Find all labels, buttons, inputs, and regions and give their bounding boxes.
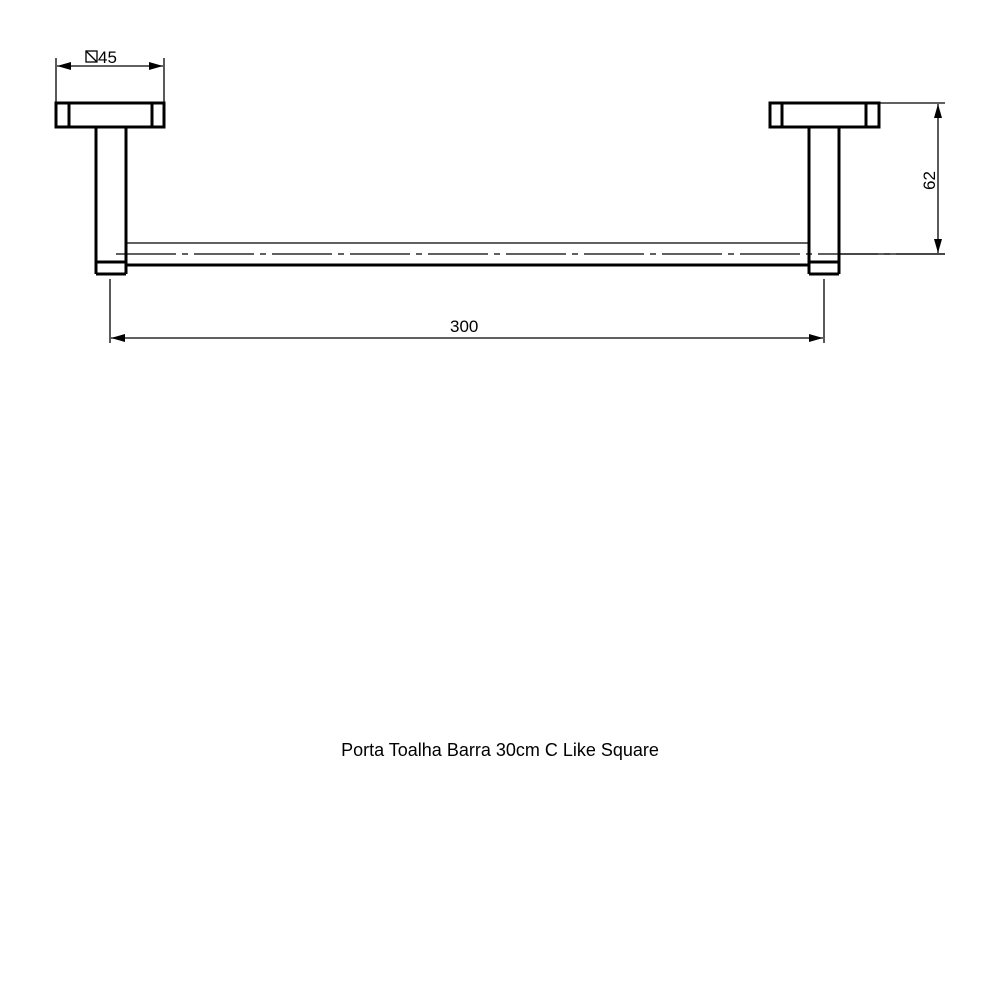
height-value: 62 (920, 171, 939, 190)
towel-bar (116, 242, 945, 267)
right-wall-mount (768, 101, 881, 276)
dimension-height: 62 (839, 102, 945, 255)
right-base-plate (768, 101, 881, 129)
left-wall-mount (54, 101, 166, 276)
length-value: 300 (450, 317, 478, 336)
dimension-base-width: 45 (55, 48, 165, 103)
dimension-length: 300 (109, 279, 825, 343)
left-base-plate (54, 101, 166, 129)
square-icon (85, 50, 98, 63)
drawing-title: Porta Toalha Barra 30cm C Like Square (341, 740, 659, 760)
base-width-value: 45 (98, 48, 117, 67)
